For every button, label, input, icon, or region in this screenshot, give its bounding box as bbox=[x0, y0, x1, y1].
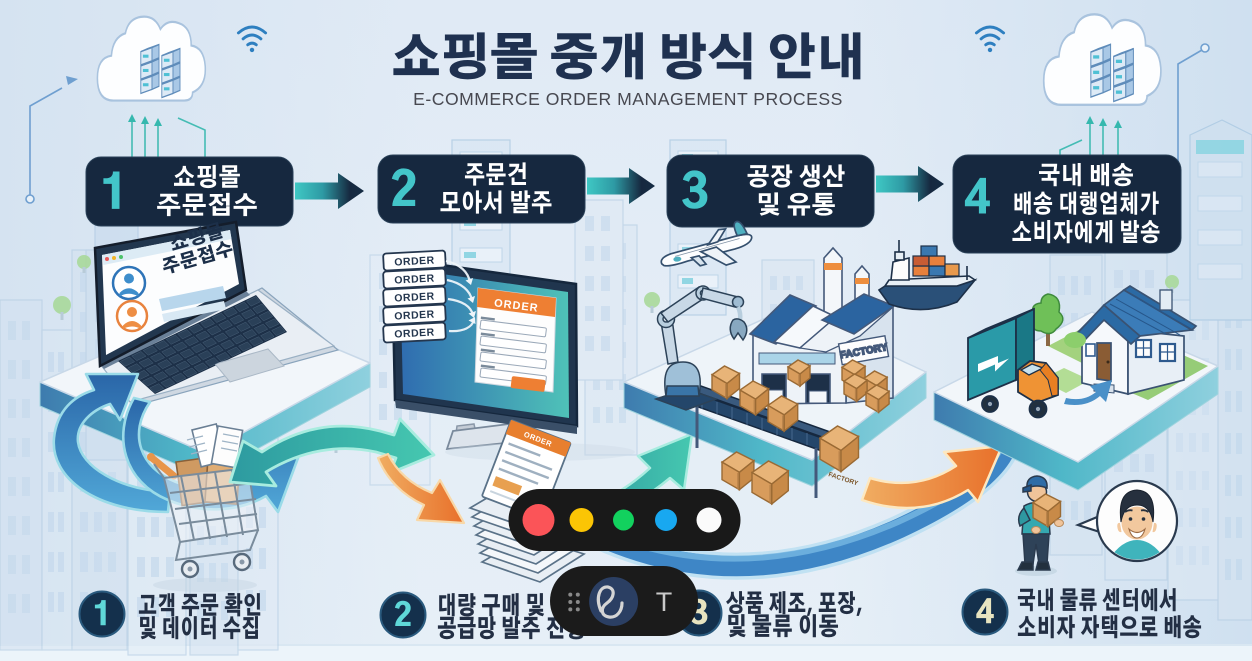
svg-text:ORDER: ORDER bbox=[394, 308, 435, 322]
svg-text:ORDER: ORDER bbox=[394, 254, 435, 268]
svg-text:ORDER: ORDER bbox=[394, 326, 435, 340]
svg-text:T: T bbox=[656, 587, 673, 617]
svg-text:E-COMMERCE ORDER MANAGEMENT PR: E-COMMERCE ORDER MANAGEMENT PROCESS bbox=[413, 89, 843, 109]
svg-text:ORDER: ORDER bbox=[394, 272, 435, 286]
svg-text:ORDER: ORDER bbox=[493, 297, 539, 314]
svg-text:ORDER: ORDER bbox=[394, 290, 435, 304]
